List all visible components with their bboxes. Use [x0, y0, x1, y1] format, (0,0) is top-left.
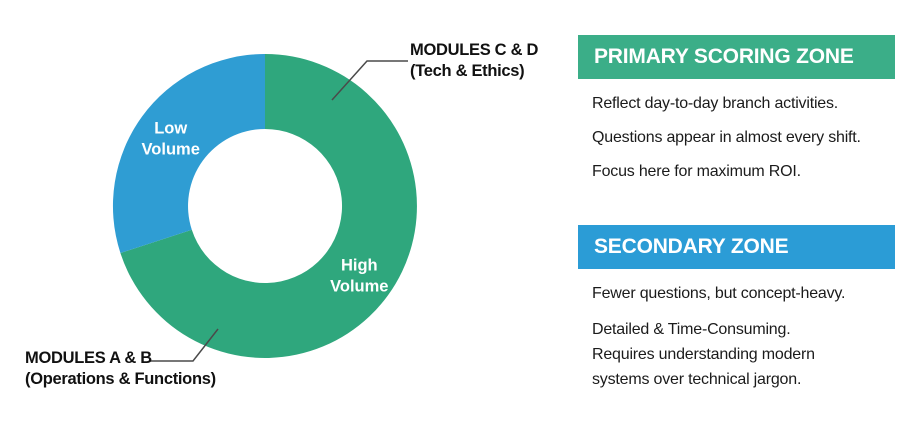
callout-modules-cd-line2: (Tech & Ethics): [410, 62, 525, 80]
primary-zone-body: Reflect day-to-day branch activities. Qu…: [578, 79, 895, 182]
secondary-zone-panel: SECONDARY ZONE Fewer questions, but conc…: [578, 225, 895, 392]
callout-modules-cd-line1: MODULES C & D: [410, 41, 539, 59]
primary-zone-point-1: Reflect day-to-day branch activities.: [592, 95, 839, 112]
donut-slice-high-volume: [120, 54, 417, 358]
donut-slice-low-volume: [112, 54, 265, 253]
callout-modules-ab: MODULES A & B (Operations & Functions): [25, 348, 216, 390]
secondary-zone-header: SECONDARY ZONE: [578, 225, 895, 269]
primary-zone-header: PRIMARY SCORING ZONE: [578, 35, 895, 79]
callout-modules-ab-line2: (Operations & Functions): [25, 370, 216, 388]
primary-zone-panel: PRIMARY SCORING ZONE Reflect day-to-day …: [578, 35, 895, 195]
secondary-zone-point-2-line1: Detailed & Time-Consuming.: [592, 321, 791, 338]
secondary-zone-title: SECONDARY ZONE: [594, 235, 789, 258]
secondary-zone-point-1: Fewer questions, but concept-heavy.: [592, 285, 846, 302]
secondary-zone-body: Fewer questions, but concept-heavy. Deta…: [578, 269, 895, 392]
secondary-zone-point-2-line2: Requires understanding modern: [592, 346, 815, 363]
donut-slices: [112, 54, 417, 358]
callout-modules-cd: MODULES C & D (Tech & Ethics): [410, 40, 538, 82]
primary-zone-point-3: Focus here for maximum ROI.: [592, 163, 801, 180]
callout-modules-ab-line1: MODULES A & B: [25, 349, 152, 367]
secondary-zone-point-2-line3: systems over technical jargon.: [592, 371, 802, 388]
primary-zone-point-2: Questions appear in almost every shift.: [592, 129, 861, 146]
leader-line-top: [331, 60, 408, 101]
primary-zone-title: PRIMARY SCORING ZONE: [594, 45, 854, 68]
leader-line-bottom: [150, 328, 219, 362]
secondary-zone-point-2: Detailed & Time-Consuming. Requires unde…: [592, 317, 895, 392]
